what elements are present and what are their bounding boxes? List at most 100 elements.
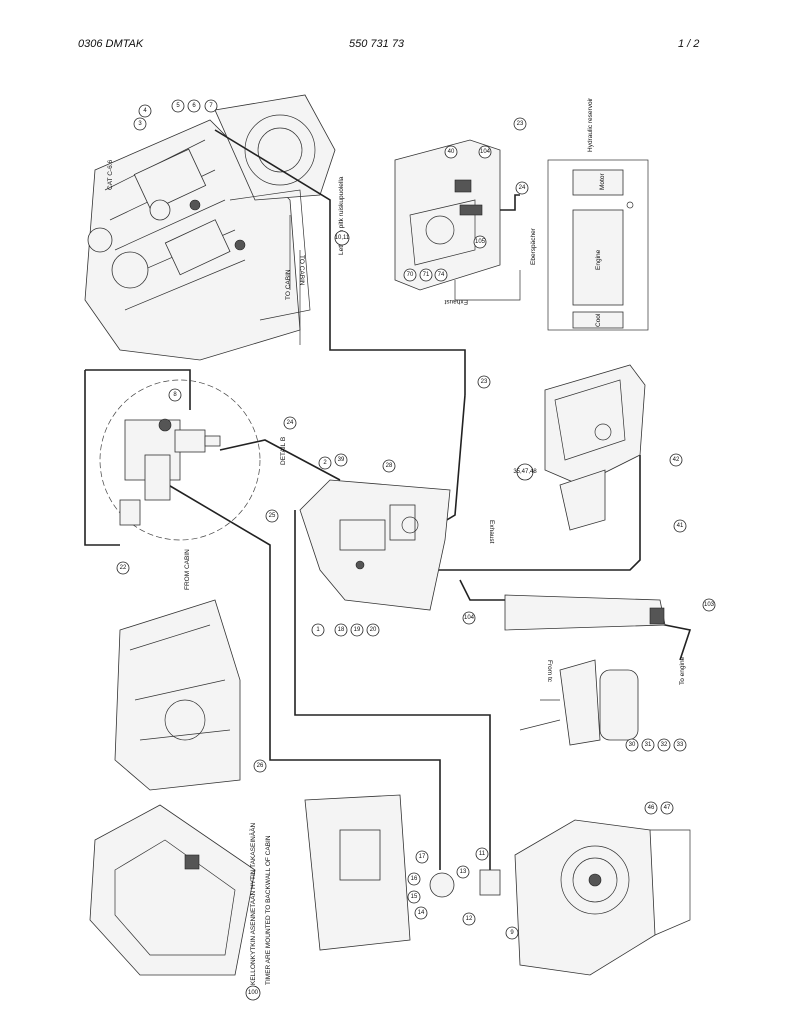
svg-text:17: 17	[419, 854, 426, 860]
callout-103: 103	[702, 598, 716, 612]
callout-70: 70	[403, 268, 417, 282]
callout-17: 17	[415, 850, 429, 864]
callout-28: 28	[382, 459, 396, 473]
callout-14: 14	[414, 906, 428, 920]
callout-104b: 104	[462, 611, 476, 625]
center-bracket	[299, 479, 451, 611]
svg-text:16: 16	[411, 876, 418, 882]
motor-label: Motor	[599, 173, 606, 190]
callout-39: 39	[334, 453, 348, 467]
to-cabin-label-1: TO CABIN	[298, 255, 305, 286]
callout-35-47-48: 35,47,48	[513, 463, 537, 481]
callout-7: 7	[204, 99, 218, 113]
engine-assembly	[84, 94, 336, 361]
callout-47: 47	[660, 801, 674, 815]
svg-text:8: 8	[173, 392, 177, 398]
callout-105: 105	[473, 235, 487, 249]
page-number: 1 / 2	[678, 38, 700, 50]
detail-b-label: DETAIL B	[280, 437, 287, 465]
cabin-heater	[89, 804, 256, 976]
from-cabin-label: FROM CABIN	[184, 549, 191, 590]
callout-19: 19	[350, 623, 364, 637]
callout-15: 15	[407, 890, 421, 904]
exhaust-label-top: Exhaust	[444, 298, 468, 305]
svg-text:6: 6	[192, 103, 196, 109]
callout-3: 3	[133, 117, 147, 131]
svg-text:71: 71	[423, 272, 430, 278]
svg-text:13: 13	[460, 869, 467, 875]
fitting-bracket	[304, 794, 501, 951]
cooler-unit	[544, 364, 646, 531]
callout-24: 24	[515, 181, 529, 195]
svg-text:24: 24	[287, 420, 294, 426]
svg-text:74: 74	[438, 272, 445, 278]
left-frame	[114, 599, 241, 791]
svg-text:40: 40	[448, 149, 455, 155]
svg-text:19: 19	[354, 627, 361, 633]
to-engine-label: To engine	[679, 656, 686, 685]
detail-b-valve	[99, 379, 261, 541]
callout-23a: 23	[513, 117, 527, 131]
hose-routes	[84, 129, 692, 880]
svg-text:100: 100	[248, 990, 259, 996]
svg-text:24: 24	[519, 185, 526, 191]
svg-text:9: 9	[510, 930, 514, 936]
doc-code: 0306 DMTAK	[78, 38, 144, 50]
callout-20: 20	[366, 623, 380, 637]
svg-text:23: 23	[481, 379, 488, 385]
callout-42: 42	[669, 453, 683, 467]
hose-note: Letku on pitk ruiskupuolella	[338, 176, 345, 255]
callout-71: 71	[419, 268, 433, 282]
callout-46: 46	[644, 801, 658, 815]
callout-104: 104	[478, 145, 492, 159]
svg-text:31: 31	[645, 742, 652, 748]
callout-2: 2	[318, 456, 332, 470]
svg-text:26: 26	[257, 763, 264, 769]
svg-text:28: 28	[386, 463, 393, 469]
svg-text:2: 2	[323, 460, 327, 466]
callout-40: 40	[444, 145, 458, 159]
from-tc-label: From tc	[546, 660, 553, 683]
callout-8: 8	[168, 388, 182, 402]
system-schematic	[547, 159, 649, 331]
part-number: 550 731 73	[349, 38, 405, 50]
svg-text:10,11: 10,11	[335, 235, 350, 241]
callout-25: 25	[265, 509, 279, 523]
svg-text:70: 70	[407, 272, 414, 278]
svg-text:22: 22	[120, 565, 127, 571]
callout-10-11: 10,11	[334, 230, 350, 246]
engine-box-label: Engine	[595, 249, 602, 270]
svg-text:105: 105	[475, 239, 486, 245]
svg-text:20: 20	[370, 627, 377, 633]
callout-1: 1	[311, 623, 325, 637]
svg-text:35,47,48: 35,47,48	[513, 469, 537, 475]
engine-label: CAT C-6.6	[107, 160, 114, 190]
callout-9: 9	[505, 926, 519, 940]
svg-text:32: 32	[661, 742, 668, 748]
right-rail	[504, 594, 666, 746]
callout-30: 30	[625, 738, 639, 752]
callout-23b: 23	[477, 375, 491, 389]
callout-11: 11	[475, 847, 489, 861]
svg-text:7: 7	[209, 103, 213, 109]
callout-22: 22	[116, 561, 130, 575]
svg-text:5: 5	[176, 103, 180, 109]
svg-text:39: 39	[338, 457, 345, 463]
callout-74: 74	[434, 268, 448, 282]
callout-18: 18	[334, 623, 348, 637]
note-en: TIMER ARE MOUNTED TO BACKWALL OF CABIN	[265, 835, 272, 985]
callout-6: 6	[187, 99, 201, 113]
callout-13: 13	[456, 865, 470, 879]
callout-31: 31	[641, 738, 655, 752]
callout-32: 32	[657, 738, 671, 752]
svg-text:11: 11	[479, 851, 486, 857]
callout-33: 33	[673, 738, 687, 752]
svg-text:23: 23	[517, 121, 524, 127]
svg-text:18: 18	[338, 627, 345, 633]
svg-text:103: 103	[704, 602, 715, 608]
exhaust-label-mid: Exhaust	[488, 520, 495, 544]
svg-text:46: 46	[648, 805, 655, 811]
svg-text:104: 104	[464, 615, 475, 621]
to-cabin-label-2: TO CABIN	[285, 269, 292, 300]
